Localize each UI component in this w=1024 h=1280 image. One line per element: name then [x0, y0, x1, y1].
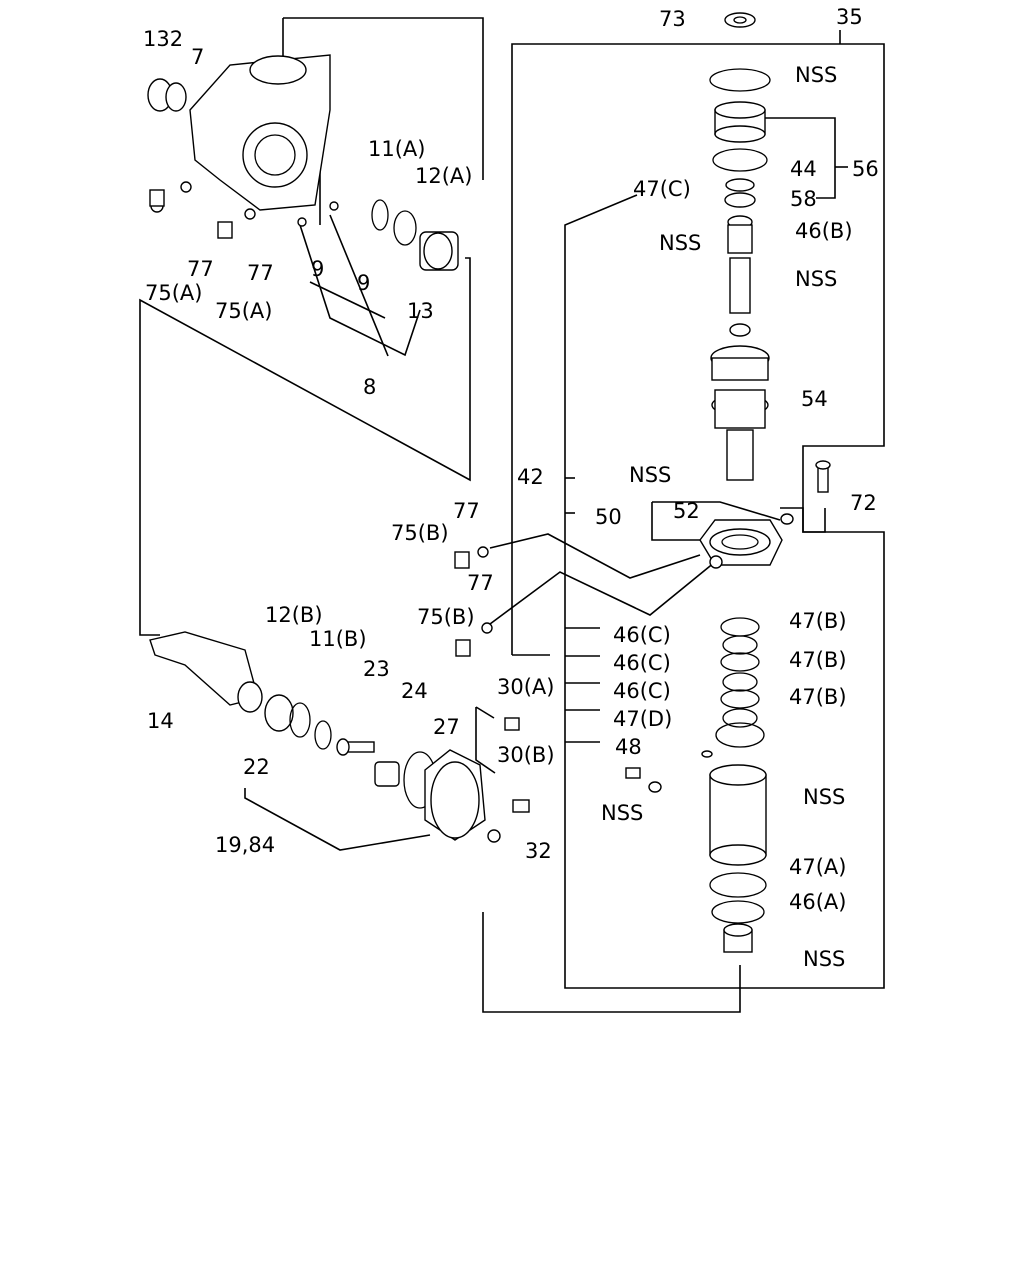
label-46c: 46(C) — [613, 623, 671, 647]
label-nss: NSS — [659, 231, 701, 255]
label-72: 72 — [850, 491, 877, 515]
label-48: 48 — [615, 735, 642, 759]
label-56: 56 — [852, 157, 879, 181]
label-77: 77 — [467, 571, 494, 595]
label-75a: 75(A) — [215, 299, 272, 323]
label-58: 58 — [790, 187, 817, 211]
label-77: 77 — [187, 257, 214, 281]
leader-lines — [139, 17, 885, 1013]
label-73: 73 — [659, 7, 686, 31]
label-75b: 75(B) — [417, 605, 475, 629]
label-54: 54 — [801, 387, 828, 411]
label-47b: 47(B) — [789, 609, 847, 633]
label-75b: 75(B) — [391, 521, 449, 545]
label-77: 77 — [247, 261, 274, 285]
label-13: 13 — [407, 299, 434, 323]
label-nss: NSS — [795, 63, 837, 87]
label-44: 44 — [790, 157, 817, 181]
parts — [147, 12, 831, 953]
label-132: 132 — [143, 27, 183, 51]
label-27: 27 — [433, 715, 460, 739]
label-42: 42 — [517, 465, 544, 489]
label-32: 32 — [525, 839, 552, 863]
label-46a: 46(A) — [789, 890, 846, 914]
label-46c: 46(C) — [613, 679, 671, 703]
label-11a: 11(A) — [368, 137, 425, 161]
label-nss: NSS — [629, 463, 671, 487]
label-nss: NSS — [795, 267, 837, 291]
label-47c: 47(C) — [633, 177, 691, 201]
label-24: 24 — [401, 679, 428, 703]
label-47b: 47(B) — [789, 648, 847, 672]
label-19-84: 19,84 — [215, 833, 275, 857]
label-9: 9 — [357, 271, 370, 295]
label-47a: 47(A) — [789, 855, 846, 879]
label-30a: 30(A) — [497, 675, 554, 699]
label-30b: 30(B) — [497, 743, 555, 767]
label-7: 7 — [191, 45, 204, 69]
label-nss: NSS — [803, 785, 845, 809]
label-12b: 12(B) — [265, 603, 323, 627]
label-35: 35 — [836, 5, 863, 29]
label-nss: NSS — [803, 947, 845, 971]
label-47d: 47(D) — [613, 707, 672, 731]
label-12a: 12(A) — [415, 164, 472, 188]
label-46c: 46(C) — [613, 651, 671, 675]
part-labels: 73 35 NSS 44 56 47(C) 58 46(B) NSS NSS 5… — [143, 5, 879, 971]
label-9: 9 — [311, 257, 324, 281]
label-46b: 46(B) — [795, 219, 853, 243]
label-8: 8 — [363, 375, 376, 399]
label-47b: 47(B) — [789, 685, 847, 709]
label-22: 22 — [243, 755, 270, 779]
label-nss: NSS — [601, 801, 643, 825]
label-75a: 75(A) — [145, 281, 202, 305]
label-14: 14 — [147, 709, 174, 733]
label-77: 77 — [453, 499, 480, 523]
label-11b: 11(B) — [309, 627, 367, 651]
label-23: 23 — [363, 657, 390, 681]
label-50: 50 — [595, 505, 622, 529]
label-52: 52 — [673, 499, 700, 523]
